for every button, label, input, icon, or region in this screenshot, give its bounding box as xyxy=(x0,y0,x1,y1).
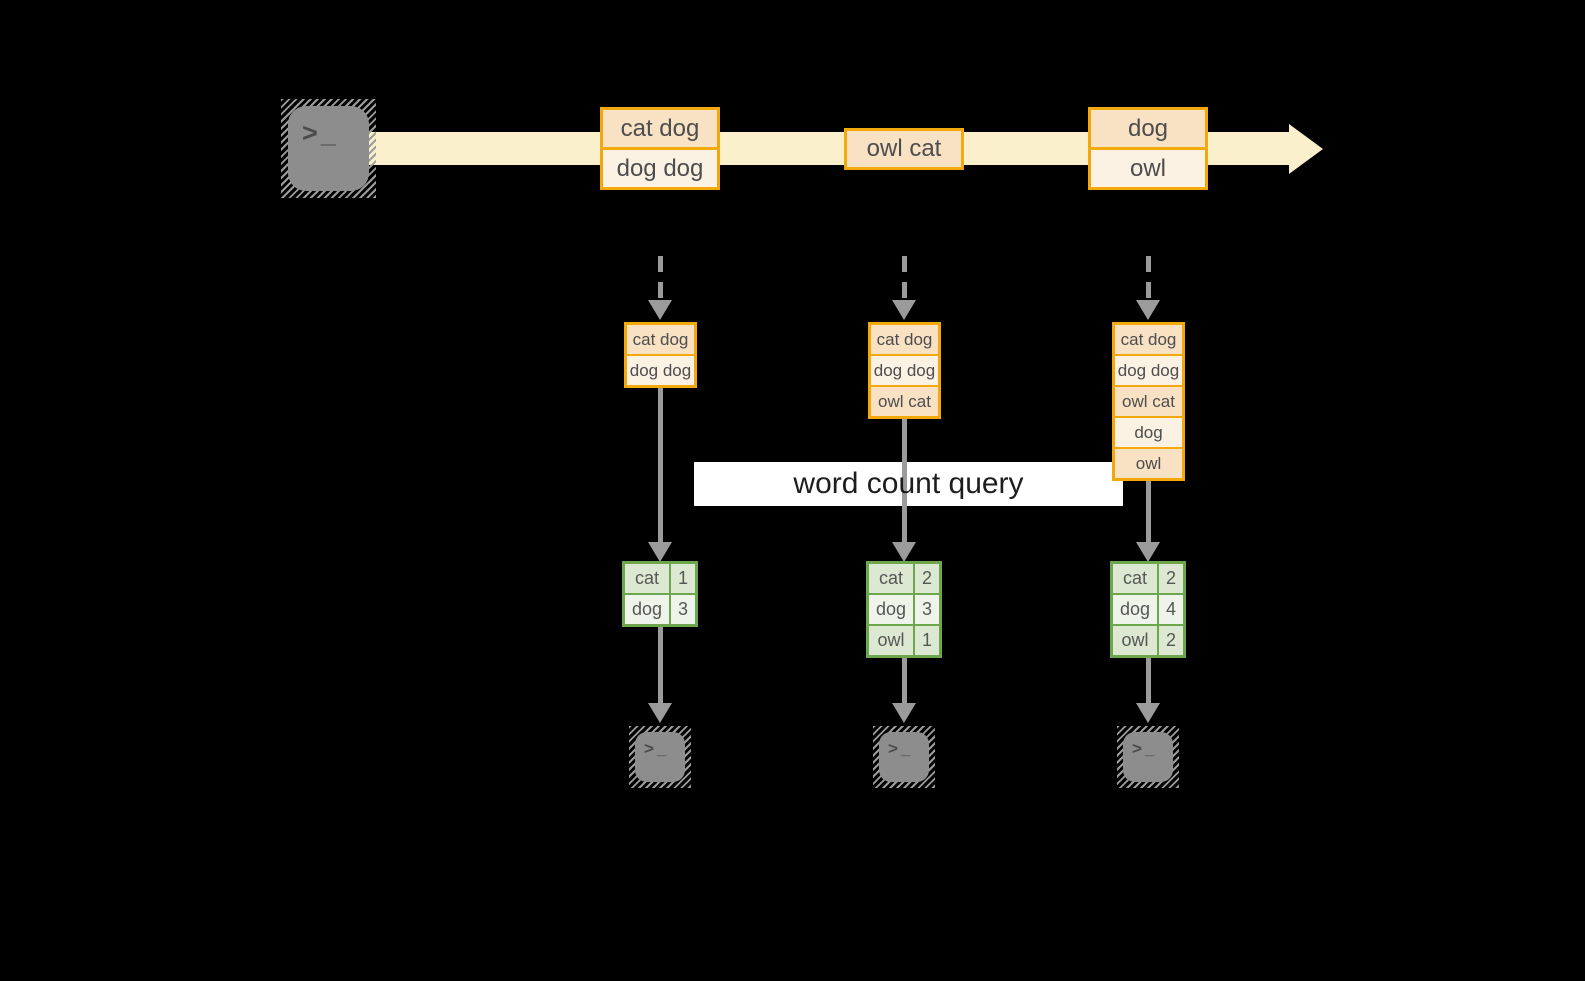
terminal-screen: > _ xyxy=(1123,732,1173,782)
prompt-cursor-icon: _ xyxy=(900,739,911,758)
connector-line xyxy=(658,386,663,542)
table-row: dog 3 xyxy=(869,595,939,624)
count-cell: 2 xyxy=(1159,564,1183,593)
source-terminal-icon: > _ xyxy=(281,99,376,198)
prompt-chevron-icon: > xyxy=(302,118,318,148)
word-cell: cat xyxy=(625,564,669,593)
event-line: dog xyxy=(1091,110,1205,147)
dashed-arrow-line xyxy=(658,256,663,300)
prompt-cursor-icon: _ xyxy=(656,739,667,758)
table-row: cat 2 xyxy=(1113,564,1183,593)
wordcount-table-2: cat 2 dog 3 owl 1 xyxy=(866,561,942,658)
prompt-chevron-icon: > xyxy=(644,739,654,758)
word-cell: cat xyxy=(869,564,913,593)
arrowhead-down-icon xyxy=(648,300,672,320)
micro-batch-2: cat dog dog dog owl cat xyxy=(868,322,941,419)
event-line: cat dog xyxy=(603,110,717,147)
connector-line xyxy=(1146,481,1151,542)
terminal-screen: > _ xyxy=(288,106,369,191)
connector-line xyxy=(902,419,907,542)
terminal-screen: > _ xyxy=(879,732,929,782)
arrowhead-down-icon xyxy=(892,542,916,562)
count-cell: 1 xyxy=(671,564,695,593)
stream-arrowhead-icon xyxy=(1289,124,1323,174)
micro-batch-3: cat dog dog dog owl cat dog owl xyxy=(1112,322,1185,481)
arrowhead-down-icon xyxy=(1136,542,1160,562)
count-cell: 3 xyxy=(671,595,695,624)
arrowhead-down-icon xyxy=(892,300,916,320)
batch-row: cat dog xyxy=(871,325,938,354)
word-cell: owl xyxy=(1113,626,1157,655)
query-label: word count query xyxy=(793,467,1024,500)
table-row: owl 2 xyxy=(1113,626,1183,655)
word-cell: owl xyxy=(869,626,913,655)
table-row: cat 2 xyxy=(869,564,939,593)
table-row: dog 4 xyxy=(1113,595,1183,624)
stream-event-box-3: dog owl xyxy=(1088,107,1208,190)
table-row: dog 3 xyxy=(625,595,695,624)
table-row: cat 1 xyxy=(625,564,695,593)
batch-row: dog dog xyxy=(871,354,938,385)
dashed-arrow-line xyxy=(1146,256,1151,300)
batch-row: dog dog xyxy=(1115,354,1182,385)
batch-row: dog xyxy=(1115,416,1182,447)
word-cell: dog xyxy=(869,595,913,624)
prompt-cursor-icon: _ xyxy=(1144,739,1155,758)
prompt-chevron-icon: > xyxy=(888,739,898,758)
prompt-cursor-icon: _ xyxy=(320,118,336,148)
batch-row: owl xyxy=(1115,447,1182,478)
sink-terminal-icon-1: > _ xyxy=(629,726,691,788)
word-cell: dog xyxy=(625,595,669,624)
arrowhead-down-icon xyxy=(648,542,672,562)
connector-line xyxy=(1146,658,1151,703)
event-line: owl xyxy=(1091,147,1205,187)
batch-row: owl cat xyxy=(871,385,938,416)
batch-row: owl cat xyxy=(1115,385,1182,416)
word-cell: dog xyxy=(1113,595,1157,624)
sink-terminal-icon-2: > _ xyxy=(873,726,935,788)
batch-row: cat dog xyxy=(627,325,694,354)
batch-row: dog dog xyxy=(627,354,694,385)
stream-event-box-1: cat dog dog dog xyxy=(600,107,720,190)
arrowhead-down-icon xyxy=(648,703,672,723)
count-cell: 4 xyxy=(1159,595,1183,624)
event-line: dog dog xyxy=(603,147,717,187)
prompt-chevron-icon: > xyxy=(1132,739,1142,758)
wordcount-table-1: cat 1 dog 3 xyxy=(622,561,698,627)
stream-event-box-2: owl cat xyxy=(844,128,964,170)
table-row: owl 1 xyxy=(869,626,939,655)
count-cell: 2 xyxy=(915,564,939,593)
micro-batch-1: cat dog dog dog xyxy=(624,322,697,388)
batch-row: cat dog xyxy=(1115,325,1182,354)
count-cell: 1 xyxy=(915,626,939,655)
arrowhead-down-icon xyxy=(1136,300,1160,320)
connector-line xyxy=(902,658,907,703)
terminal-screen: > _ xyxy=(635,732,685,782)
count-cell: 2 xyxy=(1159,626,1183,655)
arrowhead-down-icon xyxy=(892,703,916,723)
query-band xyxy=(694,462,1123,506)
dashed-arrow-line xyxy=(902,256,907,300)
word-cell: cat xyxy=(1113,564,1157,593)
arrowhead-down-icon xyxy=(1136,703,1160,723)
wordcount-table-3: cat 2 dog 4 owl 2 xyxy=(1110,561,1186,658)
connector-line xyxy=(658,627,663,703)
event-line: owl cat xyxy=(847,131,961,167)
count-cell: 3 xyxy=(915,595,939,624)
sink-terminal-icon-3: > _ xyxy=(1117,726,1179,788)
